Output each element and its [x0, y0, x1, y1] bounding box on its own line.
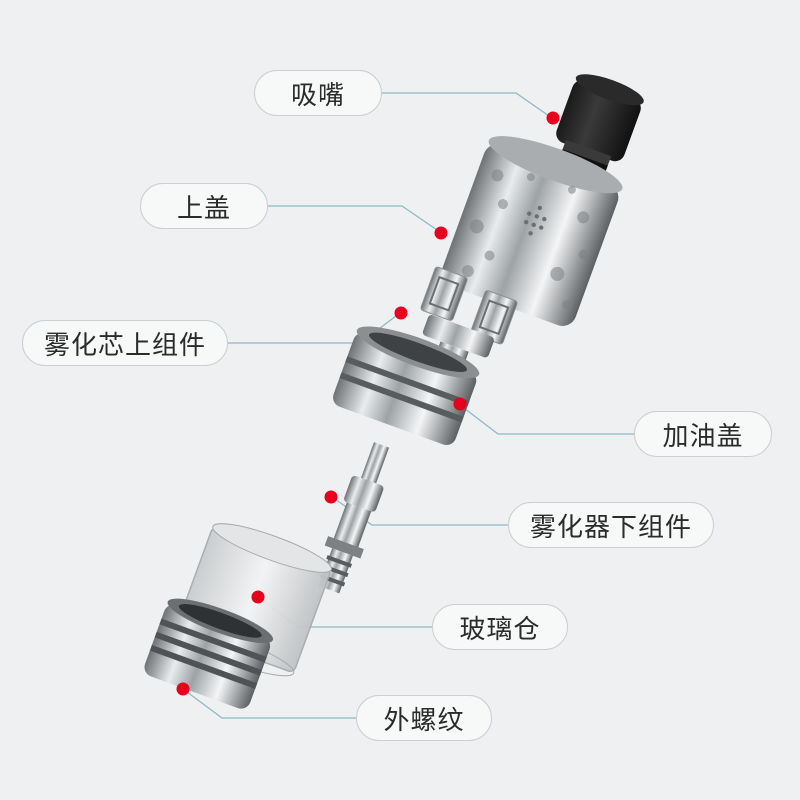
- top-cap-part: [441, 136, 623, 326]
- marker-mouthpiece: [546, 111, 560, 125]
- leader-line-coil-lower: [331, 496, 508, 526]
- marker-coil-lower: [324, 490, 338, 504]
- label-glass-tank: 玻璃仓: [432, 604, 568, 650]
- label-mouthpiece: 吸嘴: [254, 70, 382, 116]
- label-top-cap: 上盖: [140, 183, 268, 229]
- markers: [176, 111, 560, 696]
- leader-line-fill-cap: [459, 404, 634, 435]
- outer-thread-part: [144, 598, 274, 709]
- leader-line-outer-thread: [182, 688, 356, 719]
- label-coil-upper: 雾化芯上组件: [22, 320, 228, 366]
- label-fill-cap: 加油盖: [634, 411, 772, 457]
- marker-glass-tank: [251, 590, 265, 604]
- leader-line-top-cap: [268, 205, 441, 233]
- label-outer-thread: 外螺纹: [356, 695, 492, 741]
- leader-line-mouthpiece: [382, 92, 553, 119]
- marker-top-cap: [434, 226, 448, 240]
- marker-outer-thread: [176, 682, 190, 696]
- label-coil-lower: 雾化器下组件: [508, 502, 714, 548]
- marker-fill-cap: [453, 397, 467, 411]
- fill-cap-part: [333, 326, 480, 446]
- marker-coil-upper: [394, 306, 408, 320]
